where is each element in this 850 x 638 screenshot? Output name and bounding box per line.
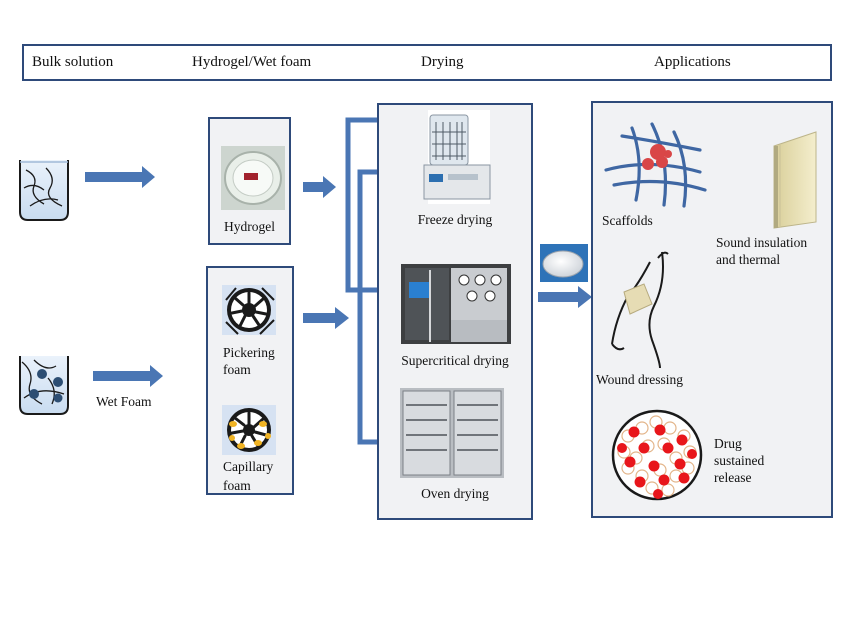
pickering-foam-label-line2: foam	[223, 362, 251, 377]
bulk-solution-beaker-icon	[19, 160, 69, 221]
oven-drying-label: Oven drying	[421, 486, 489, 501]
freeze-drying-label: Freeze drying	[417, 212, 493, 227]
arrow-hydrogel-to-drying	[303, 176, 336, 198]
supercritical-dryer-photo	[401, 264, 511, 344]
pickering-foam-icon	[222, 285, 276, 335]
wound-dressing-icon	[611, 251, 669, 369]
wet-foam-label: Wet Foam	[96, 394, 152, 409]
drug-release-label-line2: sustained	[714, 453, 765, 468]
header-stage-drying: Drying	[421, 54, 464, 70]
drug-release-label-line1: Drug	[714, 436, 742, 451]
arrow-bulk-to-hydrogel	[85, 166, 155, 188]
scaffold-icon	[604, 122, 707, 208]
arrow-wetfoam-to-foam	[93, 365, 163, 387]
arrow-foam-to-drying	[303, 307, 349, 329]
arrow-drying-to-applications	[538, 286, 592, 308]
scaffolds-label: Scaffolds	[602, 213, 653, 228]
hydrogel-label: Hydrogel	[224, 219, 275, 234]
drug-release-icon	[611, 409, 703, 501]
wet-foam-beaker-icon	[19, 356, 69, 415]
oven-dryer-photo	[400, 388, 504, 478]
header-frame	[22, 44, 832, 81]
drug-release-label-line3: release	[714, 470, 752, 485]
pickering-foam-label-line1: Pickering	[223, 345, 275, 360]
header-stage-hydrogel-wet-foam: Hydrogel/Wet foam	[192, 54, 312, 70]
supercritical-drying-label: Supercritical drying	[401, 353, 509, 368]
capillary-foam-label-line1: Capillary	[223, 459, 274, 474]
hydrogel-dish-photo	[221, 146, 285, 210]
freeze-dryer-photo	[423, 110, 491, 204]
header-stage-applications: Applications	[654, 54, 731, 70]
header-stage-bulk-solution: Bulk solution	[32, 54, 114, 70]
drying-bracket	[345, 117, 378, 445]
insulation-panel-icon	[773, 131, 817, 229]
sound-insulation-label-line2: and thermal	[716, 252, 781, 267]
aerogel-disk-photo	[540, 244, 588, 282]
capillary-foam-label-line2: foam	[223, 478, 251, 493]
capillary-foam-icon	[222, 405, 276, 455]
sound-insulation-label-line1: Sound insulation	[716, 235, 808, 250]
wound-dressing-label: Wound dressing	[596, 372, 684, 387]
